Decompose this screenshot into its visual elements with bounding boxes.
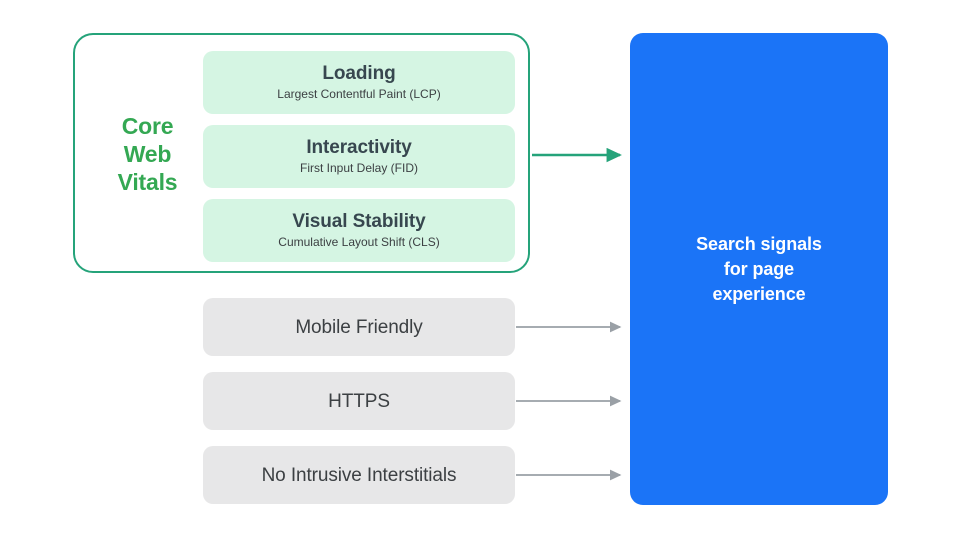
signal-card-https: HTTPS bbox=[203, 372, 515, 430]
signal-title: HTTPS bbox=[328, 390, 390, 412]
signal-card-mobile-friendly: Mobile Friendly bbox=[203, 298, 515, 356]
metric-title: Loading bbox=[322, 63, 396, 84]
signal-title: No Intrusive Interstitials bbox=[261, 464, 457, 486]
metric-title: Interactivity bbox=[306, 137, 412, 158]
core-web-vitals-label-line-3: Vitals bbox=[117, 169, 178, 195]
metric-subtitle: First Input Delay (FID) bbox=[299, 161, 419, 175]
search-signals-panel: Search signals for page experience bbox=[630, 33, 888, 505]
metric-title: Visual Stability bbox=[292, 211, 426, 232]
core-web-vitals-group bbox=[73, 33, 530, 273]
core-web-vitals-label-line-2: Web bbox=[123, 141, 172, 167]
signal-card-no-intrusive-interstitials: No Intrusive Interstitials bbox=[203, 446, 515, 504]
metric-card-visual-stability: Visual Stability Cumulative Layout Shift… bbox=[203, 199, 515, 262]
core-web-vitals-label-line-1: Core bbox=[121, 113, 174, 139]
metric-subtitle: Cumulative Layout Shift (CLS) bbox=[278, 235, 440, 249]
metric-card-interactivity: Interactivity First Input Delay (FID) bbox=[203, 125, 515, 188]
search-signals-text: Search signals for page experience bbox=[696, 233, 822, 304]
metric-subtitle: Largest Contentful Paint (LCP) bbox=[277, 87, 441, 101]
signal-title: Mobile Friendly bbox=[295, 316, 423, 338]
metric-card-loading: Loading Largest Contentful Paint (LCP) bbox=[203, 51, 515, 114]
core-web-vitals-label: Core Web Vitals bbox=[100, 112, 195, 196]
